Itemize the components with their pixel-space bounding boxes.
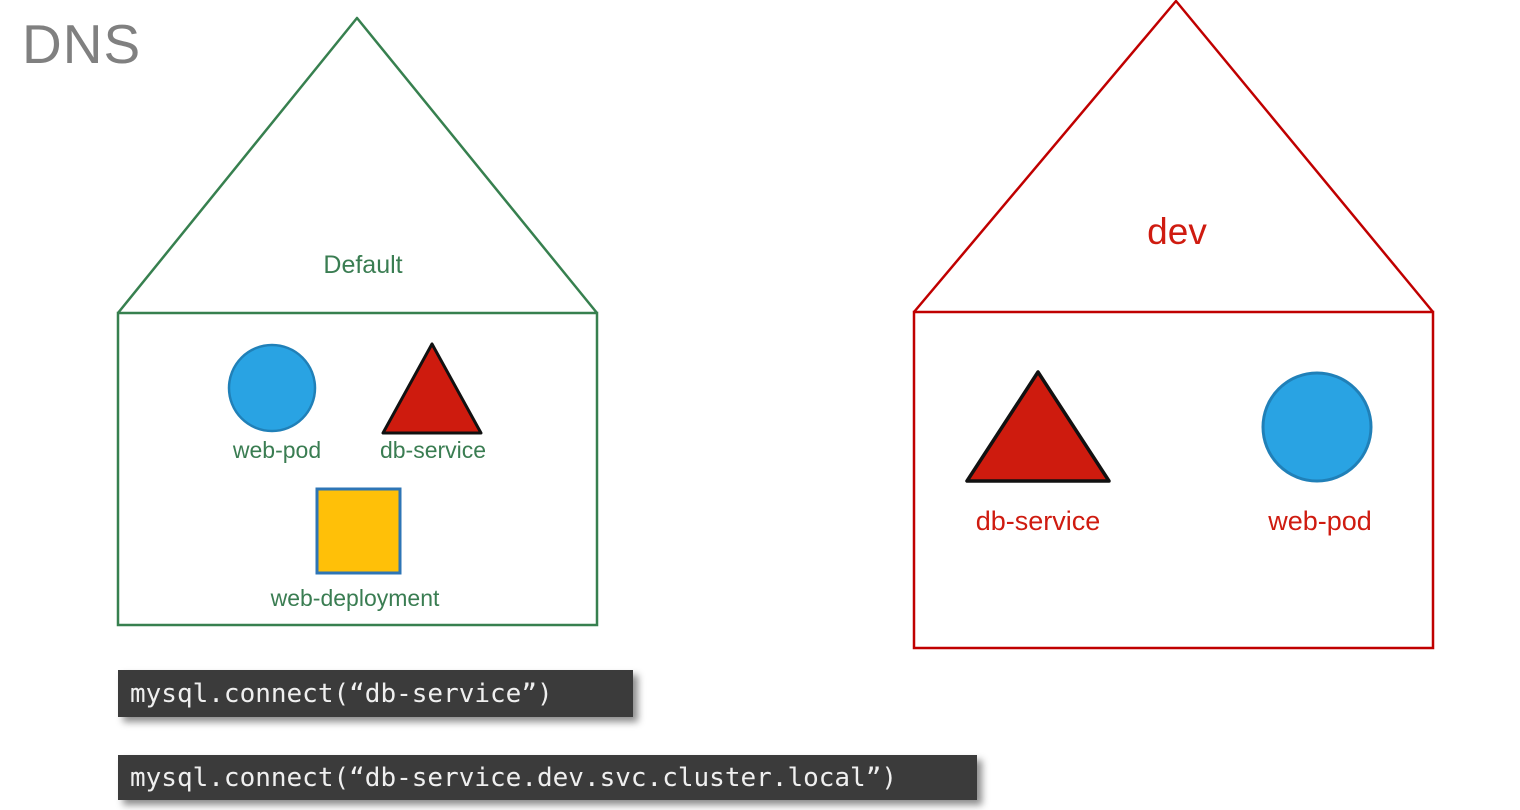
default-web-deployment-label: web-deployment	[270, 585, 440, 611]
default-db-service-label: db-service	[379, 437, 487, 463]
default-namespace-label: Default	[323, 251, 403, 279]
code-snippet-short: mysql.connect(“db-service”)	[118, 670, 633, 717]
db-service-triangle-icon	[381, 342, 483, 435]
default-namespace-house-roof	[117, 16, 598, 314]
web-pod-circle-icon	[227, 343, 317, 433]
dev-web-pod-label: web-pod	[1268, 506, 1372, 536]
code-snippet-fqdn: mysql.connect(“db-service.dev.svc.cluste…	[118, 755, 977, 800]
default-web-pod-label: web-pod	[232, 437, 322, 463]
dev-web-pod-circle-icon	[1261, 371, 1373, 483]
dev-namespace-house-body	[912, 310, 1435, 650]
web-deployment-square-icon	[315, 487, 402, 575]
dev-db-service-triangle-icon	[965, 370, 1111, 483]
slide-title: DNS	[22, 13, 142, 75]
dev-db-service-label: db-service	[975, 506, 1101, 536]
dev-namespace-label: dev	[1147, 211, 1207, 252]
default-namespace-house-body	[116, 311, 599, 627]
dev-namespace-house-roof	[913, 0, 1434, 313]
